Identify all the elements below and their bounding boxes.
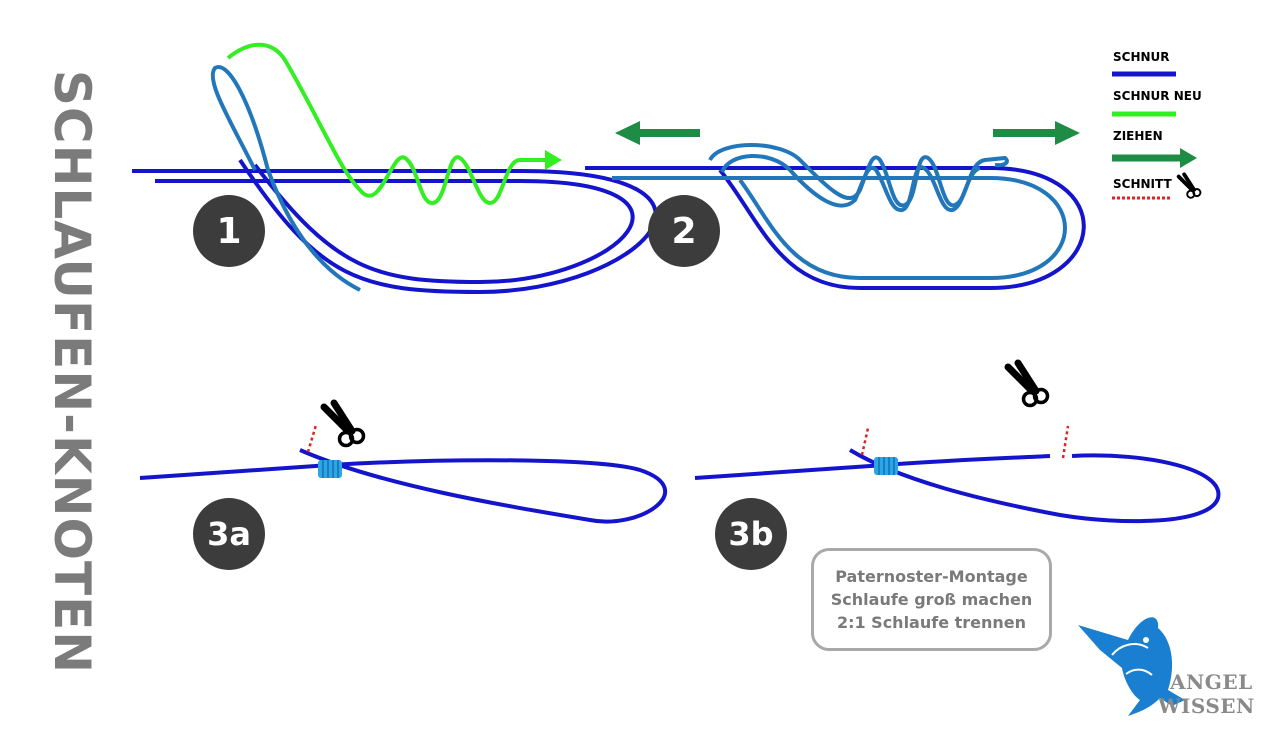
step1-main-line-inner [155, 163, 635, 285]
step2-diagram [585, 121, 1086, 290]
brand-line-2: WISSEN [1158, 694, 1255, 718]
step3b-loop-line [848, 448, 1221, 524]
scissors-icon [324, 403, 364, 446]
note-line-2: Schlaufe groß machen [830, 590, 1033, 609]
step1-pull-arrowhead [545, 150, 562, 170]
note-box: Paternoster-Montage Schlaufe groß machen… [811, 548, 1052, 651]
marlin-fish-icon [1078, 617, 1185, 716]
step3a-knot [318, 460, 342, 478]
step-badge-1: 1 [193, 195, 265, 267]
step3b-diagram [694, 363, 1221, 524]
step1-tag-loop [210, 65, 361, 292]
note-line-1: Paternoster-Montage [835, 567, 1028, 586]
step3b-main-line [694, 454, 1051, 480]
legend-label-pull: ZIEHEN [1113, 129, 1163, 143]
step3b-knot [874, 457, 898, 475]
step2-main-line-inner [612, 176, 1067, 280]
legend-pull-arrowhead [1180, 148, 1197, 168]
step-badge-2: 2 [648, 195, 720, 267]
step2-pull-left-arrowhead [615, 121, 640, 145]
legend-label-line-new: SCHNUR NEU [1113, 89, 1202, 103]
legend-label-line: SCHNUR [1113, 50, 1170, 64]
step3a-diagram [139, 403, 668, 524]
legend-label-cut: SCHNITT [1113, 177, 1172, 191]
step3b-cut-mark-left [860, 427, 870, 456]
step3a-main-line [139, 448, 668, 524]
step3a-cut-mark [306, 424, 318, 453]
step2-pull-right-arrowhead [1055, 121, 1080, 145]
brand-line-1: ANGEL [1170, 670, 1253, 694]
scissors-icon [1176, 172, 1203, 200]
step2-main-line [585, 166, 1086, 290]
step-badge-3b: 3b [715, 498, 787, 570]
legend [1112, 71, 1203, 200]
step-badge-3a: 3a [193, 498, 265, 570]
page-title: SCHLAUFEN-KNOTEN [43, 69, 101, 675]
step1-main-line [132, 158, 658, 295]
step2-wraps-2 [720, 154, 981, 212]
scissors-icon [1008, 363, 1048, 406]
step1-diagram [132, 42, 658, 295]
step3b-cut-mark-right [1061, 425, 1070, 459]
step1-new-line [226, 42, 545, 206]
note-line-3: 2:1 Schlaufe trennen [836, 613, 1027, 632]
